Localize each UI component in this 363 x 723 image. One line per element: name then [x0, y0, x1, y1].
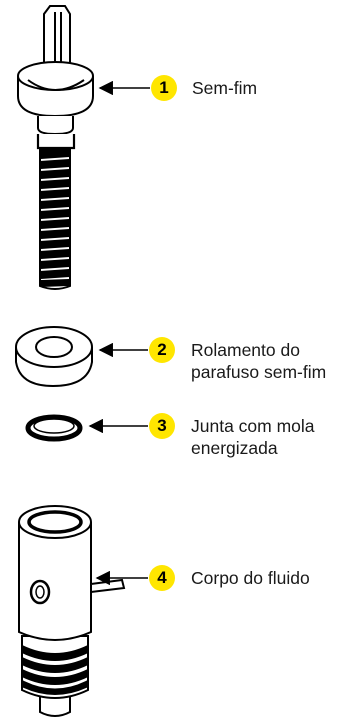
callout-label-3-line-2: energizada [191, 438, 278, 458]
callout-label-3: Junta com mola energizada [191, 415, 315, 459]
fluid-body-part-drawing [18, 505, 126, 717]
callout-label-2-line-1: Rolamento do [191, 340, 300, 360]
callout-badge-3: 3 [149, 413, 175, 439]
callout-label-1: Sem-fim [192, 77, 257, 99]
seal-part-drawing [25, 414, 83, 442]
callout-badge-4: 4 [149, 565, 175, 591]
callout-label-4: Corpo do fluido [191, 567, 310, 589]
callout-arrows [88, 80, 150, 586]
callout-label-2: Rolamento do parafuso sem-fim [191, 339, 326, 383]
callout-label-3-line-1: Junta com mola [191, 416, 315, 436]
callout-badge-2: 2 [149, 337, 175, 363]
callout-label-4-line-1: Corpo do fluido [191, 568, 310, 588]
callout-label-2-line-2: parafuso sem-fim [191, 362, 327, 382]
worm-part-drawing [17, 5, 94, 290]
callout-badge-1: 1 [151, 75, 177, 101]
bearing-part-drawing [15, 326, 93, 388]
callout-label-1-line-1: Sem-fim [192, 78, 258, 98]
